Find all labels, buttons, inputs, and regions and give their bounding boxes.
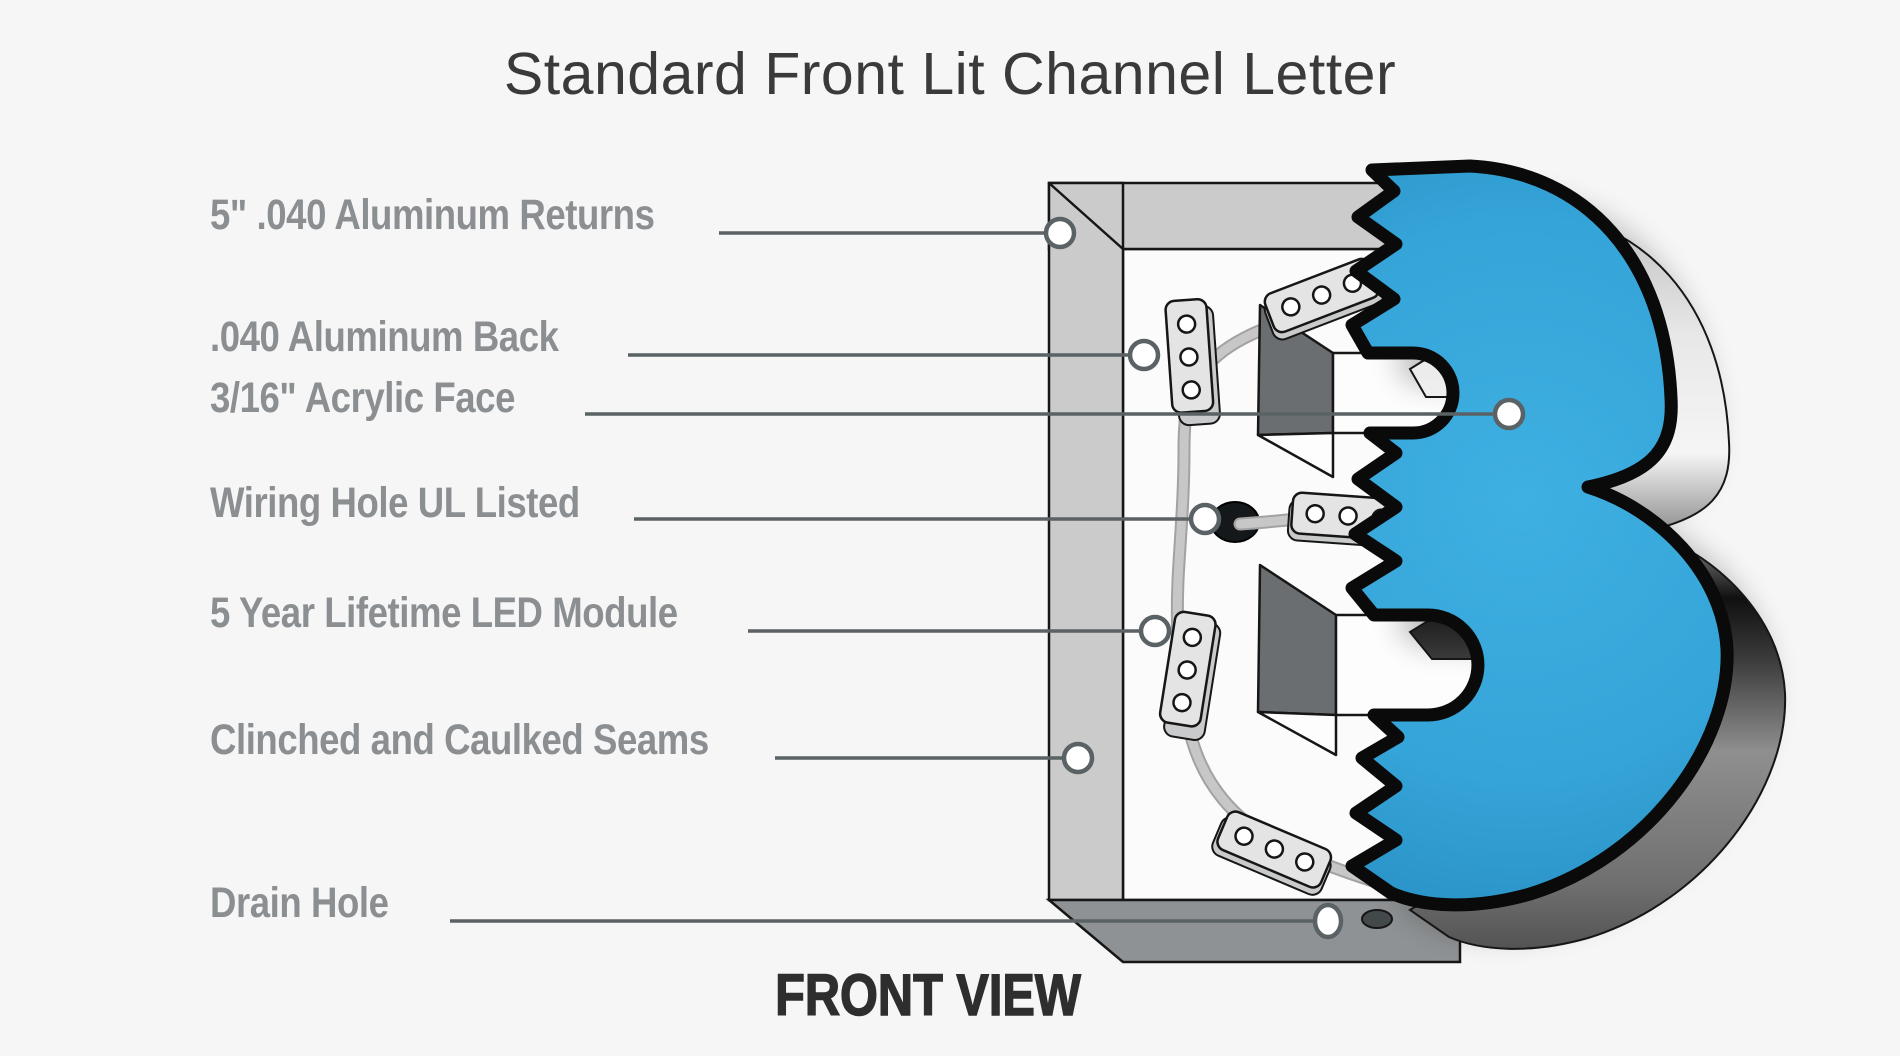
label-led-module: 5 Year Lifetime LED Module [210,589,678,637]
callout-dot-seams [1061,741,1095,775]
callout-dot-led [1138,614,1172,648]
callout-dot-back [1127,338,1161,372]
page-title: Standard Front Lit Channel Letter [503,41,1397,107]
label-wiring-hole: Wiring Hole UL Listed [210,479,580,527]
label-acrylic-face: 3/16" Acrylic Face [210,374,515,422]
callout-lines [450,231,1509,923]
callout-dots [1043,216,1526,940]
led-module-upper-left [1163,297,1222,428]
bottom-return [1045,898,1462,964]
callout-dot-face [1492,397,1526,431]
label-caulked-seams: Clinched and Caulked Seams [210,716,709,764]
clinched-corner-seam [1048,182,1124,250]
label-aluminum-back: .040 Aluminum Back [210,313,559,361]
callout-dot-wiring [1188,502,1222,536]
callout-dot-returns [1043,216,1077,250]
label-drain-hole: Drain Hole [210,879,389,927]
callout-dot-drain [1312,902,1344,940]
upper-prism-wedge [1256,431,1335,479]
drain-hole [1361,909,1393,929]
aluminum-return-left [1047,181,1125,902]
lower-prism-wedge [1256,710,1338,757]
label-aluminum-returns: 5" .040 Aluminum Returns [210,191,655,239]
acrylic-face [1345,159,1734,912]
front-view-caption: FRONT VIEW [774,962,1081,1029]
